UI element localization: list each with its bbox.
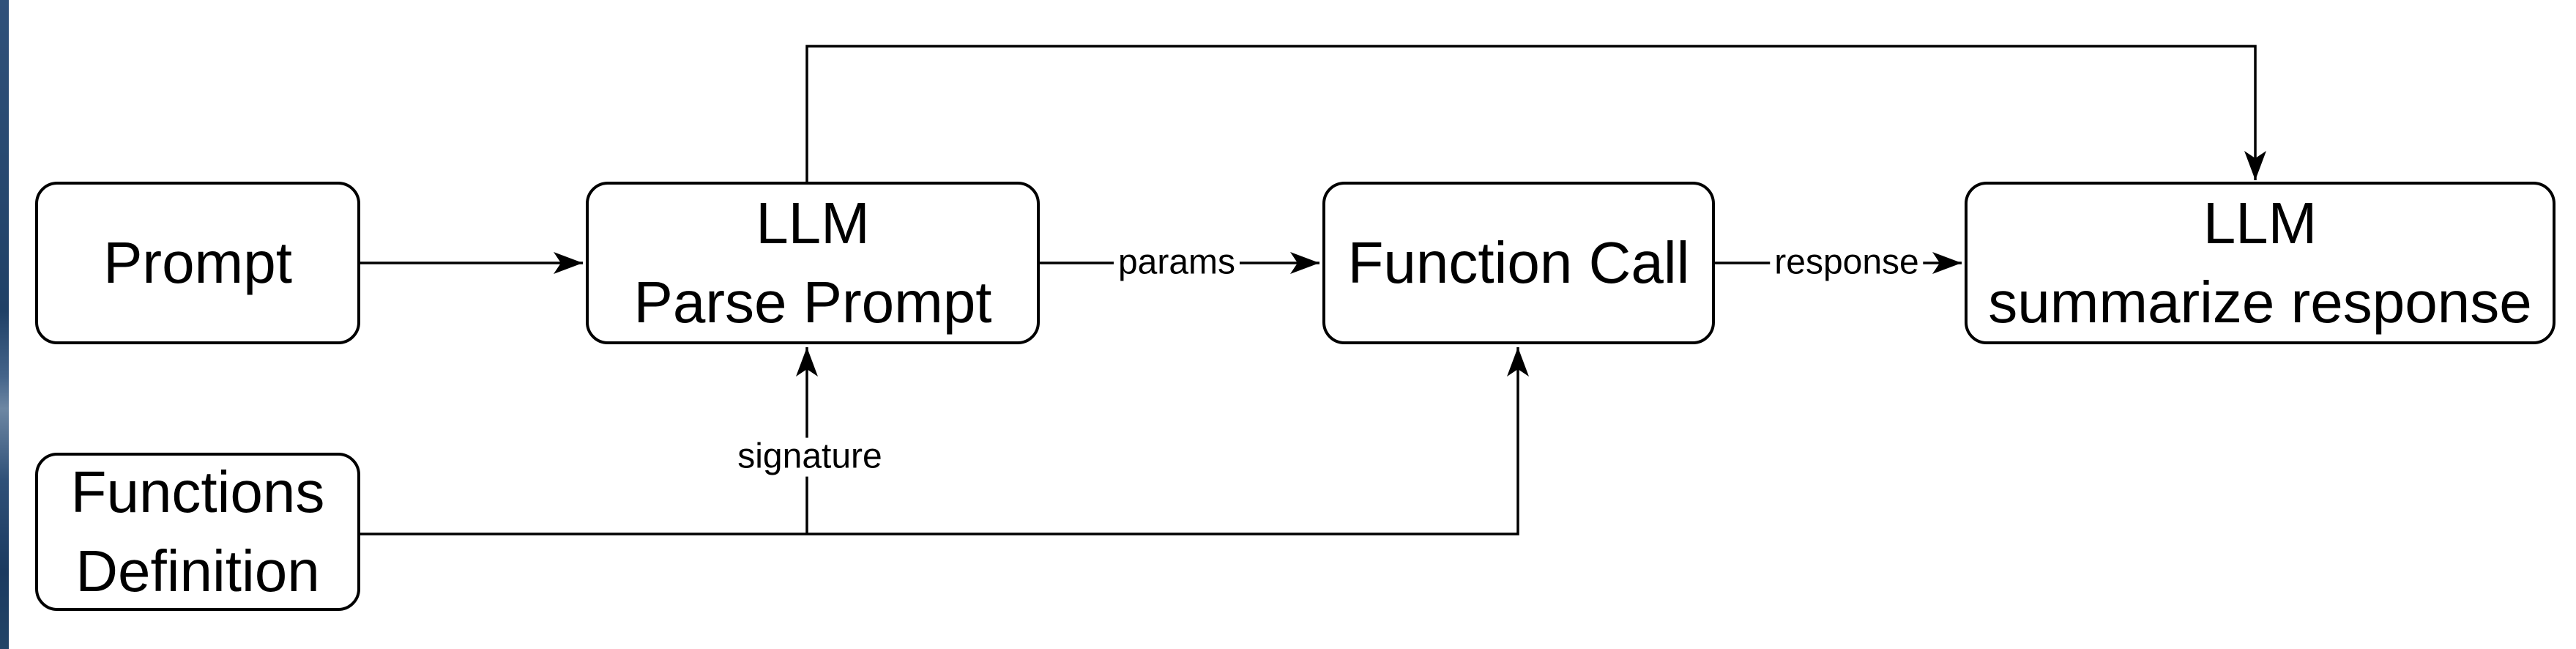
edge-parse-top-to-summarize <box>805 45 2266 183</box>
node-llm-parse-prompt-label-line1: LLM <box>756 190 870 256</box>
node-functions-definition-label-line1: Functions <box>70 459 325 524</box>
edge-funcdef-to-call <box>360 347 1529 535</box>
edge-label-params: params <box>1113 243 1240 283</box>
window-edge-strip <box>0 0 9 649</box>
node-llm-summarize-response-label-line2: summarize response <box>1988 270 2532 335</box>
node-llm-parse-prompt: LLM Parse Prompt <box>586 182 1040 344</box>
node-functions-definition-label-line2: Definition <box>75 538 320 604</box>
edge-label-signature: signature <box>733 437 887 477</box>
node-function-call: Function Call <box>1322 182 1715 344</box>
node-functions-definition: Functions Definition <box>35 453 360 611</box>
node-function-call-label: Function Call <box>1347 230 1690 295</box>
node-prompt: Prompt <box>35 182 360 344</box>
node-llm-summarize-response-label-line1: LLM <box>2203 190 2318 256</box>
edge-label-response: response <box>1770 243 1924 283</box>
node-prompt-label: Prompt <box>103 230 292 295</box>
node-llm-parse-prompt-label-line2: Parse Prompt <box>633 270 992 335</box>
node-llm-summarize-response: LLM summarize response <box>1965 182 2555 344</box>
